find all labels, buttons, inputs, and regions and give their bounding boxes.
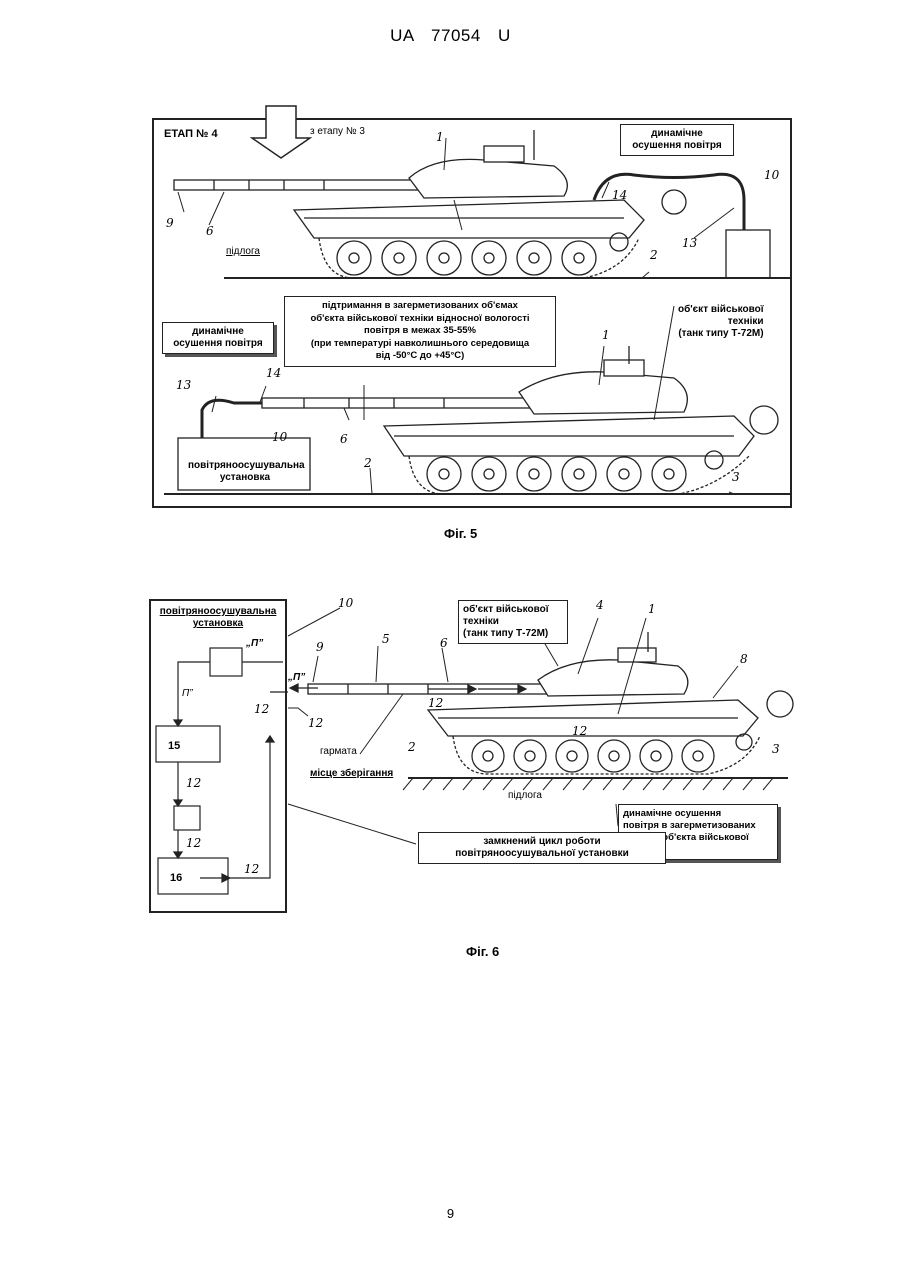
ref-6-top: 6 — [206, 224, 214, 238]
maintenance-box: підтримання в загерметизованих об'ємах о… — [284, 296, 556, 367]
ref-12-g: 12 — [244, 862, 259, 876]
figure-6-area: повітряноосушувальна установка 10 9 5 6 … — [148, 596, 788, 916]
ref-10-fig6: 10 — [338, 596, 353, 610]
stage-arrow — [252, 106, 310, 158]
ref-12-f: 12 — [186, 836, 201, 850]
from-stage-label: з етапу № 3 — [310, 126, 365, 138]
dryer-title: повітряноосушувальна установка — [154, 606, 282, 630]
dryer-label: повітряноосушувальна установка — [188, 460, 302, 484]
gun-label: гармата — [320, 746, 357, 758]
ref-14-top: 14 — [612, 188, 627, 202]
ref-3-bottom: 3 — [732, 470, 740, 484]
label-p-flow: П” — [182, 688, 193, 700]
dynamic-drying-box-bottom: динамічне осушення повітря — [162, 322, 274, 354]
figure-5-frame: ЕТАП № 4 з етапу № 3 динамічне осушення … — [152, 118, 792, 508]
patent-header: UA 77054 U — [0, 26, 901, 46]
figure-6-caption: Фіг. 6 — [466, 944, 499, 959]
ref-4-fig6: 4 — [596, 598, 604, 612]
ref-1-bottom: 1 — [602, 328, 610, 342]
label-p-box: „П” — [246, 638, 263, 650]
ref-1-fig6: 1 — [648, 602, 656, 616]
figure-5-caption: Фіг. 5 — [444, 526, 477, 541]
ref-9-top: 9 — [166, 216, 174, 230]
ref-2-top: 2 — [650, 248, 658, 262]
box-15-label: 15 — [168, 740, 180, 752]
ref-5-fig6: 5 — [382, 632, 390, 646]
dynamic-drying-box-top: динамічне осушення повітря — [620, 124, 734, 156]
ref-12-e: 12 — [186, 776, 201, 790]
closed-cycle-box: замкнений цикл роботи повітряноосушуваль… — [418, 832, 666, 864]
stage-label: ЕТАП № 4 — [164, 128, 218, 140]
ref-9-fig6: 9 — [316, 640, 324, 654]
object-label: об'єкт військової техніки (танк типу Т-7… — [678, 304, 764, 340]
storage-label: місце зберігання — [310, 768, 393, 780]
ref-12-b: 12 — [308, 716, 323, 730]
ref-13-top: 13 — [682, 236, 697, 250]
ref-1-top: 1 — [436, 130, 444, 144]
ref-3-fig6: 3 — [772, 742, 780, 756]
ref-8-fig6: 8 — [740, 652, 748, 666]
ref-6-bottom: 6 — [340, 432, 348, 446]
ref-14-bottom: 14 — [266, 366, 281, 380]
ref-2-fig6: 2 — [408, 740, 416, 754]
box-16-label: 16 — [170, 872, 182, 884]
ref-12-a: 12 — [254, 702, 269, 716]
ref-2-bottom: 2 — [364, 456, 372, 470]
floor-label-top: підлога — [226, 246, 260, 258]
floor-label-fig6: підлога — [508, 790, 542, 802]
ref-10-top: 10 — [764, 168, 779, 182]
label-p-gun: „П” — [288, 672, 305, 684]
page-number: 9 — [0, 1206, 901, 1221]
object-box-fig6: об'єкт військової техніки (танк типу Т-7… — [458, 600, 568, 644]
floor-hatching — [403, 778, 773, 790]
ref-12-c: 12 — [428, 696, 443, 710]
ref-13-bottom: 13 — [176, 378, 191, 392]
ref-12-d: 12 — [572, 724, 587, 738]
ref-6-fig6: 6 — [440, 636, 448, 650]
ref-10-bottom: 10 — [272, 430, 287, 444]
